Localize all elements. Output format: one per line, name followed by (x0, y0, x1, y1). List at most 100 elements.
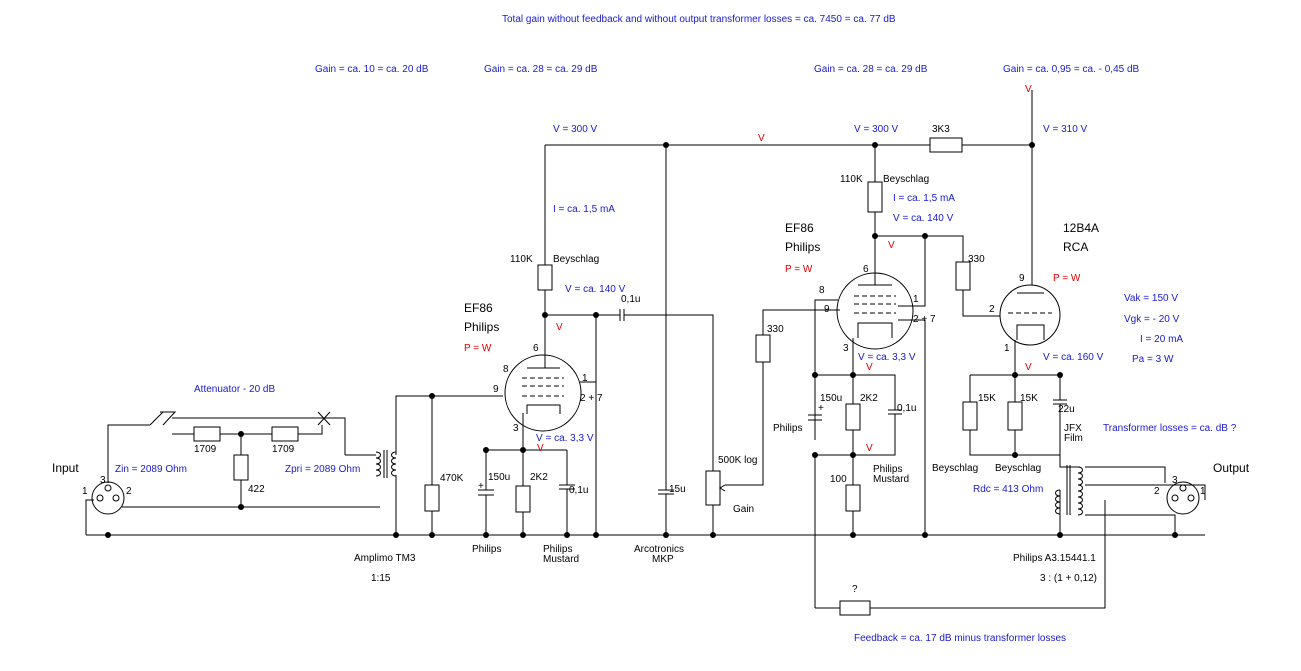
pin-out-1: 1 (1200, 486, 1206, 497)
label-cap-01u-2: 0,1u (569, 485, 588, 496)
transformer-losses-label: Transformer losses = ca. dB ? (1103, 423, 1237, 434)
resistor-2k2-2 (845, 403, 861, 431)
pin-t1-3: 3 (513, 423, 519, 434)
anode-voltage-1: V = ca. 140 V (565, 284, 626, 295)
resistor-330-b (955, 261, 971, 291)
attenuator-label: Attenuator - 20 dB (194, 384, 275, 395)
tube3-brand: RCA (1063, 240, 1088, 254)
resistor-2k2-1 (515, 485, 531, 513)
tube3-name: 12B4A (1063, 221, 1099, 235)
label-beyschlag-3: Beyschlag (932, 463, 978, 474)
resistor-1709-b (271, 426, 299, 442)
pin-t2-1: 1 (913, 294, 919, 305)
red-v-3: V (758, 133, 765, 144)
label-gain: Gain (733, 504, 754, 515)
label-2k2-2: 2K2 (860, 393, 878, 404)
label-1709-a: 1709 (194, 444, 217, 455)
label-3k3: 3K3 (932, 124, 950, 135)
resistor-15k-a (962, 401, 978, 431)
label-ratio-out: 3 : (1 + 0,12) (1040, 573, 1097, 584)
label-philips-2: Philips (773, 423, 802, 434)
label-output-transformer: Philips A3.15441.1 (1013, 553, 1096, 564)
tube-ef86-2 (836, 270, 914, 350)
input-transformer (375, 450, 397, 478)
cathode-voltage-1: V = ca. 3,3 V (536, 433, 594, 444)
resistor-100 (845, 484, 861, 512)
output-label: Output (1213, 461, 1250, 475)
pa-label: Pa = 3 W (1132, 354, 1174, 365)
pin-t3-9: 9 (1019, 273, 1025, 284)
resistor-15k-b (1007, 401, 1023, 431)
label-330-b: 330 (968, 254, 985, 265)
resistor-feedback (839, 600, 871, 616)
pin-t1-6: 6 (533, 343, 539, 354)
pin-out-2: 2 (1154, 486, 1160, 497)
label-amplimo: Amplimo TM3 (354, 553, 416, 564)
resistor-422 (233, 454, 249, 481)
pin-t2-9: 9 (824, 304, 830, 315)
gain-stage2: Gain = ca. 28 = ca. 29 dB (484, 64, 598, 75)
red-v-4: V (888, 240, 895, 251)
current-stage1: I = ca. 1,5 mA (553, 204, 615, 215)
plus-mark-2: + (818, 403, 824, 414)
pin-t3-2: 2 (989, 304, 995, 315)
label-15k-a: 15K (978, 393, 996, 404)
pin-in-2: 2 (126, 486, 132, 497)
input-label: Input (52, 461, 79, 475)
label-feedback-resistor: ? (852, 584, 858, 595)
rdc-label: Rdc = 413 Ohm (973, 484, 1043, 495)
red-v-2: V (537, 443, 544, 454)
output-current-label: I = 20 mA (1140, 334, 1183, 345)
pin-in-1: 1 (82, 486, 88, 497)
rail-voltage-3: V = 310 V (1043, 124, 1088, 135)
red-v-8: V (1025, 362, 1032, 373)
pin-in-3: 3 (100, 475, 106, 486)
label-beyschlag-4: Beyschlag (995, 463, 1041, 474)
tube1-name: EF86 (464, 301, 493, 315)
potentiometer-wiper (719, 484, 726, 492)
pin-t2-27: 2 + 7 (913, 314, 936, 325)
gain-stage3: Gain = ca. 28 = ca. 29 dB (814, 64, 928, 75)
label-beyschlag-2: Beyschlag (883, 174, 929, 185)
pin-t2-6: 6 (863, 264, 869, 275)
label-1709-b: 1709 (272, 444, 295, 455)
resistor-1709-a (193, 426, 221, 442)
label-150u-2: 150u (820, 393, 842, 404)
pin-t3-1: 1 (1004, 343, 1010, 354)
label-110k-2: 110K (840, 174, 863, 185)
total-gain-note: Total gain without feedback and without … (502, 14, 896, 25)
resistor-3k3 (929, 137, 963, 153)
gain-stage1: Gain = ca. 10 = ca. 20 dB (315, 64, 429, 75)
red-power-1: P = W (464, 343, 492, 354)
label-330-a: 330 (767, 324, 784, 335)
resistor-470k (424, 484, 440, 512)
red-power-3: P = W (1053, 273, 1081, 284)
label-cap-01u-1: 0,1u (621, 294, 640, 305)
pin-t2-8: 8 (819, 285, 825, 296)
label-2k2-1: 2K2 (530, 472, 548, 483)
output-jack (1166, 481, 1200, 515)
pin-t1-9: 9 (493, 384, 499, 395)
label-15k-b: 15K (1020, 393, 1038, 404)
gain-stage4: Gain = ca. 0,95 = ca. - 0,45 dB (1003, 64, 1140, 75)
label-15u: 15u (669, 484, 686, 495)
pin-t1-8: 8 (503, 364, 509, 375)
pin-out-3: 3 (1172, 475, 1178, 486)
label-pot-500k: 500K log (718, 455, 757, 466)
input-jack (91, 481, 125, 515)
tube2-name: EF86 (785, 221, 814, 235)
tube-ef86-1 (504, 354, 582, 432)
label-100: 100 (830, 474, 847, 485)
label-470k: 470K (440, 473, 464, 484)
label-philips-1: Philips (472, 544, 501, 555)
rail-voltage-1: V = 300 V (553, 124, 598, 135)
pin-t1-1: 1 (582, 373, 588, 384)
pin-t2-3: 3 (843, 343, 849, 354)
label-150u-1: 150u (488, 472, 510, 483)
wires (85, 90, 1206, 609)
